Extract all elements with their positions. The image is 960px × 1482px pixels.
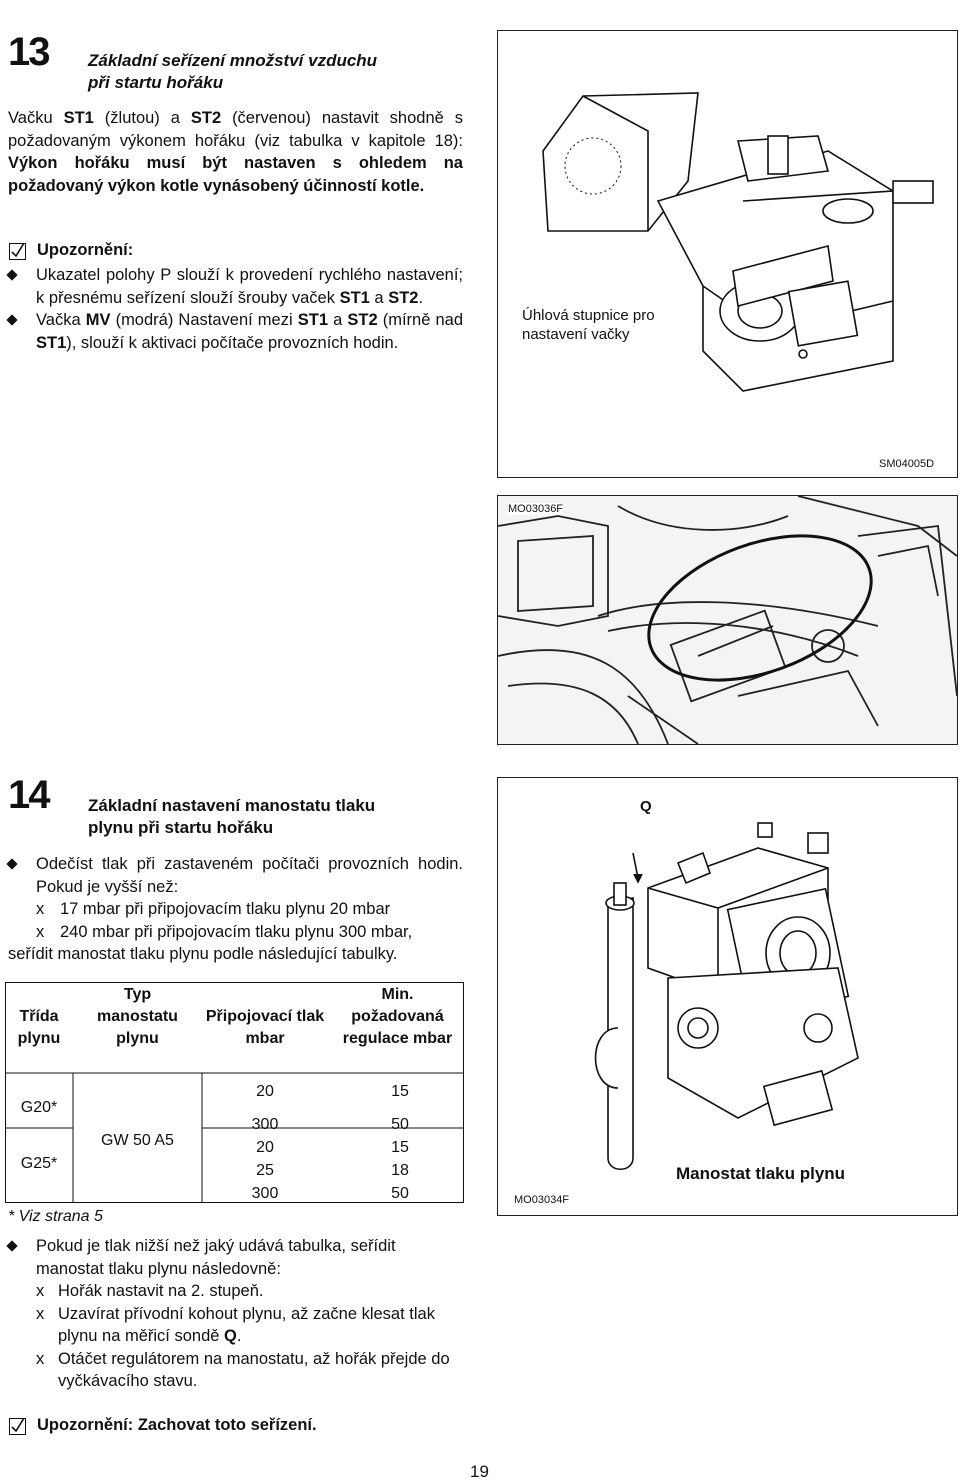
bullet-diamond-icon (6, 269, 18, 281)
procedure-step: x Uzavírat přívodní kohout plynu, až začn… (8, 1303, 463, 1348)
figure-1-code: SM04005D (879, 458, 935, 470)
text-run: ST1 (36, 333, 67, 352)
x-mark: x (36, 1282, 45, 1300)
text-run: ST2 (190, 109, 222, 127)
gas-valve-drawing (594, 822, 859, 1171)
text-run: a (328, 311, 348, 329)
cell-pressure-2: 300 (251, 1116, 279, 1133)
x-mark: x (36, 900, 45, 918)
text-run: Uzavírat přívodní kohout plynu, až začne… (58, 1304, 435, 1346)
page-number: 19 (470, 1462, 489, 1481)
bullet-diamond-icon (6, 858, 18, 870)
cell-min-4: 18 (391, 1162, 409, 1179)
text-run: Vačku (8, 109, 64, 127)
cell-min-3: 15 (391, 1139, 409, 1156)
text-run: ), slouží k aktivaci počítače provozních… (66, 333, 399, 352)
text-run: . (418, 288, 424, 307)
cell-min-2: 50 (391, 1116, 409, 1133)
condition-1: x 17 mbar při připojovacím tlaku plynu 2… (8, 898, 463, 921)
column-minimums: 15 50 15 18 50 (345, 1080, 455, 1205)
section-13-number: 13 (8, 30, 50, 74)
cell-class-g25: G25* (20, 1155, 58, 1172)
table-grid (5, 982, 464, 1203)
x-mark: x (36, 1349, 45, 1368)
text-run: Q (224, 1327, 237, 1345)
section-14-title-line2: plynu při startu hořáku (88, 818, 274, 837)
section-13-intro: Vačku ST1 (žlutou) a ST2 (červenou) nast… (8, 107, 463, 197)
figure-1-caption: Úhlová stupnice pro nastavení vačky (522, 307, 655, 343)
text-run: (červenou) nastavit shodně s požadovaným… (8, 109, 463, 150)
cell-min-1: 15 (391, 1083, 409, 1100)
section-14-bullet-1: Odečíst tlak při zastaveném počítači pro… (6, 853, 463, 898)
text-run: MV (85, 311, 111, 329)
text-run: (mírně nad (377, 311, 464, 329)
section-13-bullets: Ukazatel polohy P slouží k provedení ryc… (6, 264, 464, 354)
burner-photo-drawing (498, 496, 957, 744)
cell-pressure-3: 20 (256, 1139, 274, 1156)
section-14-title: Základní nastavení manostatu tlaku plynu… (88, 795, 375, 839)
text-run: ST2 (388, 288, 419, 307)
text-run: ST1 (339, 288, 370, 307)
checkbox-note-icon (9, 1418, 26, 1435)
text-run: Hořák nastavit na 2. stupeň. (58, 1282, 264, 1300)
after-conditions-text: seřídit manostat tlaku plynu podle násle… (8, 945, 398, 963)
text-run: (modrá) Nastavení mezi (110, 311, 298, 329)
bullet-2-text: Pokud je tlak nižší než jaký udává tabul… (36, 1237, 396, 1278)
procedure-step: x Hořák nastavit na 2. stupeň. (8, 1280, 463, 1303)
bullet-diamond-icon (6, 1240, 18, 1252)
section-13-bullet: Vačka MV (modrá) Nastavení mezi ST1 a ST… (6, 309, 464, 354)
text-run: . (236, 1327, 242, 1345)
section-13-title: Základní seřízení množství vzduchu při s… (88, 50, 377, 94)
final-note: Upozornění: Zachovat toto seřízení. (37, 1416, 317, 1434)
text-run: a (369, 288, 389, 307)
table-footnote: * Viz strana 5 (8, 1208, 103, 1225)
header-connection-pressure: Připojovací tlak mbar (205, 1008, 325, 1047)
cell-min-5: 50 (391, 1185, 409, 1202)
figure-3-code: MO03034F (514, 1194, 570, 1206)
x-mark: x (36, 922, 45, 941)
section-13-note-label: Upozornění: (37, 241, 134, 259)
cell-type: GW 50 A5 (101, 1132, 174, 1149)
column-pressures: 20 300 20 25 300 (210, 1080, 320, 1205)
figure-cam-actuator: Úhlová stupnice pro nastavení vačky SM04… (497, 30, 958, 478)
section-13-title-line2: při startu hořáku (88, 73, 224, 92)
cell-pressure-5: 300 (251, 1185, 279, 1202)
cell-class-g20: G20* (20, 1099, 58, 1116)
section-14-procedure: Pokud je tlak nižší než jaký udává tabul… (6, 1235, 463, 1393)
figure-3-caption: Manostat tlaku plynu (676, 1164, 846, 1183)
text-run: Otáčet regulátorem na manostatu, až hořá… (58, 1349, 450, 1391)
text-run: ST1 (297, 311, 328, 329)
figure-gas-valve: Q Manostat tlaku plynu MO03034F (497, 777, 958, 1216)
x-mark: x (36, 1304, 45, 1323)
bullet-diamond-icon (6, 314, 18, 326)
section-13-bullet: Ukazatel polohy P slouží k provedení ryc… (6, 264, 463, 309)
cell-pressure-1: 20 (256, 1083, 274, 1100)
section-14-number: 14 (8, 773, 50, 817)
condition-2-text: 240 mbar při připojovacím tlaku plynu 30… (60, 922, 413, 941)
cell-pressure-4: 25 (256, 1162, 274, 1179)
text-run: Vačka (36, 311, 86, 329)
text-run: Ukazatel polohy P slouží k provedení ryc… (36, 266, 463, 307)
text-run: ST2 (347, 311, 378, 329)
header-manostat-type: Typ manostatu plynu (97, 986, 178, 1047)
cam-actuator-drawing (542, 92, 934, 392)
header-gas-class: Třída plynu (17, 1008, 61, 1047)
section-13-title-line1: Základní seřízení množství vzduchu (88, 51, 378, 70)
figure-2-code: MO03036F (508, 503, 564, 515)
text-run: ST1 (63, 109, 94, 127)
procedure-step: x Otáčet regulátorem na manostatu, až hoř… (8, 1348, 463, 1393)
figure-burner-photo: MO03036F (497, 495, 958, 745)
condition-2: x 240 mbar při připojovacím tlaku plynu … (8, 921, 463, 944)
section-14-title-line1: Základní nastavení manostatu tlaku (88, 796, 376, 815)
bullet-1-text: Odečíst tlak při zastaveném počítači pro… (36, 855, 463, 896)
figure-3-label-q: Q (640, 798, 652, 815)
checkbox-note-icon (9, 243, 26, 260)
header-min-regulation: Min. požadovaná regulace mbar (342, 986, 453, 1047)
section-14-bullet-2: Pokud je tlak nižší než jaký udává tabul… (6, 1235, 463, 1280)
condition-1-text: 17 mbar při připojovacím tlaku plynu 20 … (60, 900, 391, 918)
section-14-conditions: Odečíst tlak při zastaveném počítači pro… (6, 853, 463, 966)
text-run: Výkon hořáku musí být nastaven s ohledem… (8, 154, 463, 195)
text-run: (žlutou) a (93, 109, 191, 127)
